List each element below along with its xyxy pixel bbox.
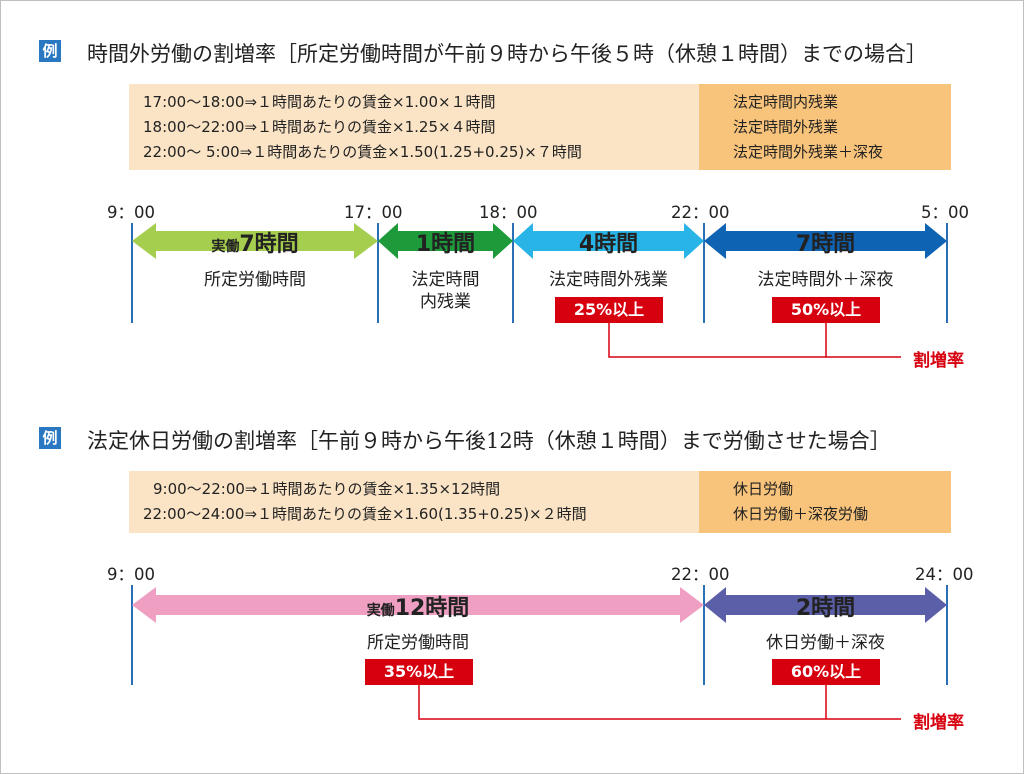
segment-arrow [132,223,378,259]
overtime-type: 法定時間内残業 [733,93,839,111]
time-label: 22：00 [671,565,730,584]
calculation-line: 9:00〜22:00⇒１時間あたりの賃金×1.35×12時間 [153,480,501,498]
segment-label: 法定時間外残業 [549,270,668,290]
rate-badge: 35%以上 [365,659,473,685]
segment-prefix: 実働 [366,603,395,619]
overtime-type-column: 法定時間内残業 法定時間外残業 法定時間外残業＋深夜 [699,84,951,170]
overtime-type: 休日労働 [733,480,794,498]
time-label: 24：00 [915,565,974,584]
rate-connector [418,685,901,720]
segment-hours: 実働12時間 [366,596,470,621]
segment-arrow [378,223,513,259]
overtime-type: 休日労働＋深夜労働 [733,505,869,523]
rate-label: 割増率 [913,351,964,371]
segment-arrow [513,223,704,259]
time-label: 22：00 [671,203,730,222]
time-label: 9：00 [107,565,155,584]
segment-hours: 実働7時間 [211,232,299,257]
segment-label: 法定時間 内残業 [378,269,513,313]
example-heading: 時間外労働の割増率［所定労働時間が午前９時から午後５時（休憩１時間）までの場合］ [87,42,927,66]
example-badge: 例 [39,427,61,449]
calculation-line: 18:00〜22:00⇒１時間あたりの賃金×1.25×４時間 [143,118,496,136]
example-badge: 例 [39,40,61,62]
calculation-column: 9:00〜22:00⇒１時間あたりの賃金×1.35×12時間 22:00〜24:… [129,471,699,533]
calculation-box: 17:00〜18:00⇒１時間あたりの賃金×1.00×１時間 18:00〜22:… [129,84,951,170]
segment-hours: 2時間 [795,596,856,621]
segment-hours: 1時間 [415,232,476,257]
segment-arrow [704,587,947,623]
segment-hours: 4時間 [578,232,639,257]
rate-badge: 25%以上 [555,297,663,323]
overtime-type: 法定時間外残業＋深夜 [733,143,884,161]
time-label: 18：00 [479,203,538,222]
segment-prefix: 実働 [211,239,240,255]
segment-arrow [704,223,947,259]
segment-label: 法定時間外＋深夜 [757,270,894,290]
overtime-type: 法定時間外残業 [733,118,839,136]
segment-label: 休日労働＋深夜 [766,633,885,653]
calculation-box: 9:00〜22:00⇒１時間あたりの賃金×1.35×12時間 22:00〜24:… [129,471,951,533]
segment-label-line: 法定時間 [411,270,480,290]
rate-label: 割増率 [913,713,964,733]
time-label: 5：00 [921,203,969,222]
calculation-column: 17:00〜18:00⇒１時間あたりの賃金×1.00×１時間 18:00〜22:… [129,84,699,170]
segment-arrow [132,587,704,623]
segment-label-line: 内残業 [420,292,471,312]
overtime-type-column: 休日労働 休日労働＋深夜労働 [699,471,951,533]
time-label: 9：00 [107,203,155,222]
rate-badge: 50%以上 [772,297,880,323]
example-heading: 法定休日労働の割増率［午前９時から午後12時（休憩１時間）まで労働させた場合］ [87,429,891,453]
calculation-line: 22:00〜24:00⇒１時間あたりの賃金×1.60(1.35+0.25)×２時… [143,505,587,523]
calculation-line: 17:00〜18:00⇒１時間あたりの賃金×1.00×１時間 [143,93,496,111]
segment-hours: 7時間 [795,232,856,257]
segment-label: 所定労働時間 [204,270,306,290]
segment-label: 所定労働時間 [367,633,469,653]
rate-badge: 60%以上 [772,659,880,685]
rate-connector [608,321,901,358]
time-label: 17：00 [344,203,403,222]
calculation-line: 22:00〜 5:00⇒１時間あたりの賃金×1.50(1.25+0.25)×７時… [143,143,582,161]
